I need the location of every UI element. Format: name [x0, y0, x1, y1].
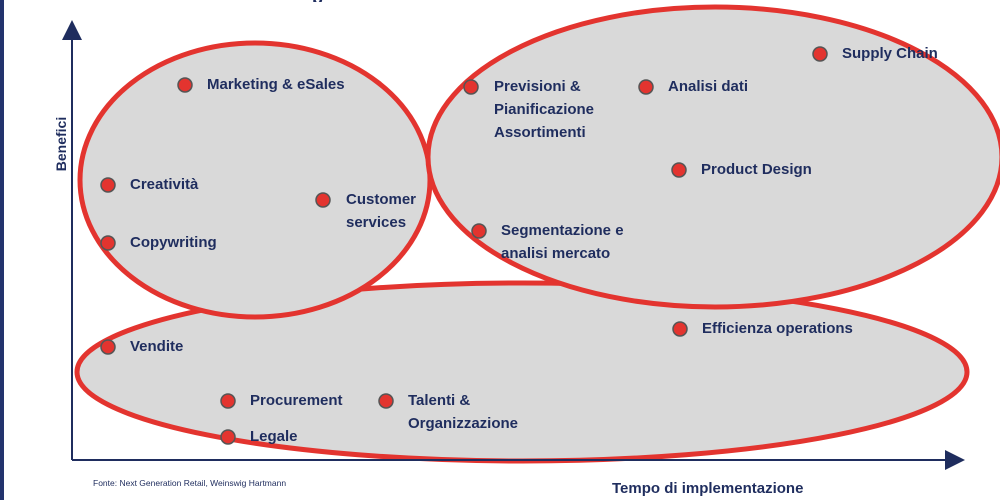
item-label: Talenti & Organizzazione: [408, 389, 518, 435]
item-label-line: Efficienza operations: [702, 320, 853, 337]
item-label: Supply Chain: [842, 42, 938, 65]
item-label-line: Marketing & eSales: [207, 76, 345, 93]
item-label-line: Procurement: [250, 392, 343, 409]
item-dot: [100, 339, 116, 355]
left-edge-strip: [0, 0, 4, 500]
item-dot: [177, 77, 193, 93]
item-label-line: Customer: [346, 191, 417, 208]
item-label-line: Legale: [250, 428, 298, 445]
item-label: Copywriting: [130, 231, 217, 254]
item-dot: [220, 393, 236, 409]
item-label: Legale: [250, 425, 298, 448]
x-axis-label: Tempo di implementazione: [612, 480, 804, 497]
item-label: Analisi dati: [668, 75, 748, 98]
item-label-line: analisi mercato: [501, 245, 611, 262]
item-label: Customer services: [346, 188, 416, 234]
item-label-line: Organizzazione: [408, 415, 519, 432]
item-dot: [812, 46, 828, 62]
item-label-line: Segmentazione e: [501, 222, 624, 239]
item-label-line: Analisi dati: [668, 78, 749, 95]
item-label: Product Design: [701, 158, 812, 181]
item-dot: [471, 223, 487, 239]
item-dot: [378, 393, 394, 409]
item-label-line: Copywriting: [130, 234, 217, 251]
item-label-line: Talenti &: [408, 392, 471, 409]
item-label: Procurement: [250, 389, 343, 412]
item-dot: [220, 429, 236, 445]
item-dot: [100, 235, 116, 251]
item-dot: [463, 79, 479, 95]
item-label-line: Supply Chain: [842, 45, 938, 62]
item-label-line: Assortimenti: [494, 124, 586, 141]
item-dot: [315, 192, 331, 208]
item-label: Segmentazione e analisi mercato: [501, 219, 624, 265]
item-dot: [638, 79, 654, 95]
item-label: Efficienza operations: [702, 317, 853, 340]
item-dot: [671, 162, 687, 178]
item-label: Marketing & eSales: [207, 73, 345, 96]
item-label-line: Product Design: [701, 161, 812, 178]
item-label: Creatività: [130, 173, 198, 196]
item-label-line: Pianificazione: [494, 101, 595, 118]
item-label-line: Previsioni &: [494, 78, 581, 95]
item-dot: [672, 321, 688, 337]
title-fragment: p: [312, 0, 336, 2]
item-label: Vendite: [130, 335, 183, 358]
y-axis-label: Benefici: [53, 116, 70, 172]
item-dot: [100, 177, 116, 193]
item-label-line: services: [346, 214, 407, 231]
source-note: Fonte: Next Generation Retail, Weinswig …: [93, 478, 287, 488]
item-label-line: Creatività: [130, 176, 199, 193]
item-label-line: Vendite: [130, 338, 184, 355]
cluster-right: [425, 4, 1000, 310]
